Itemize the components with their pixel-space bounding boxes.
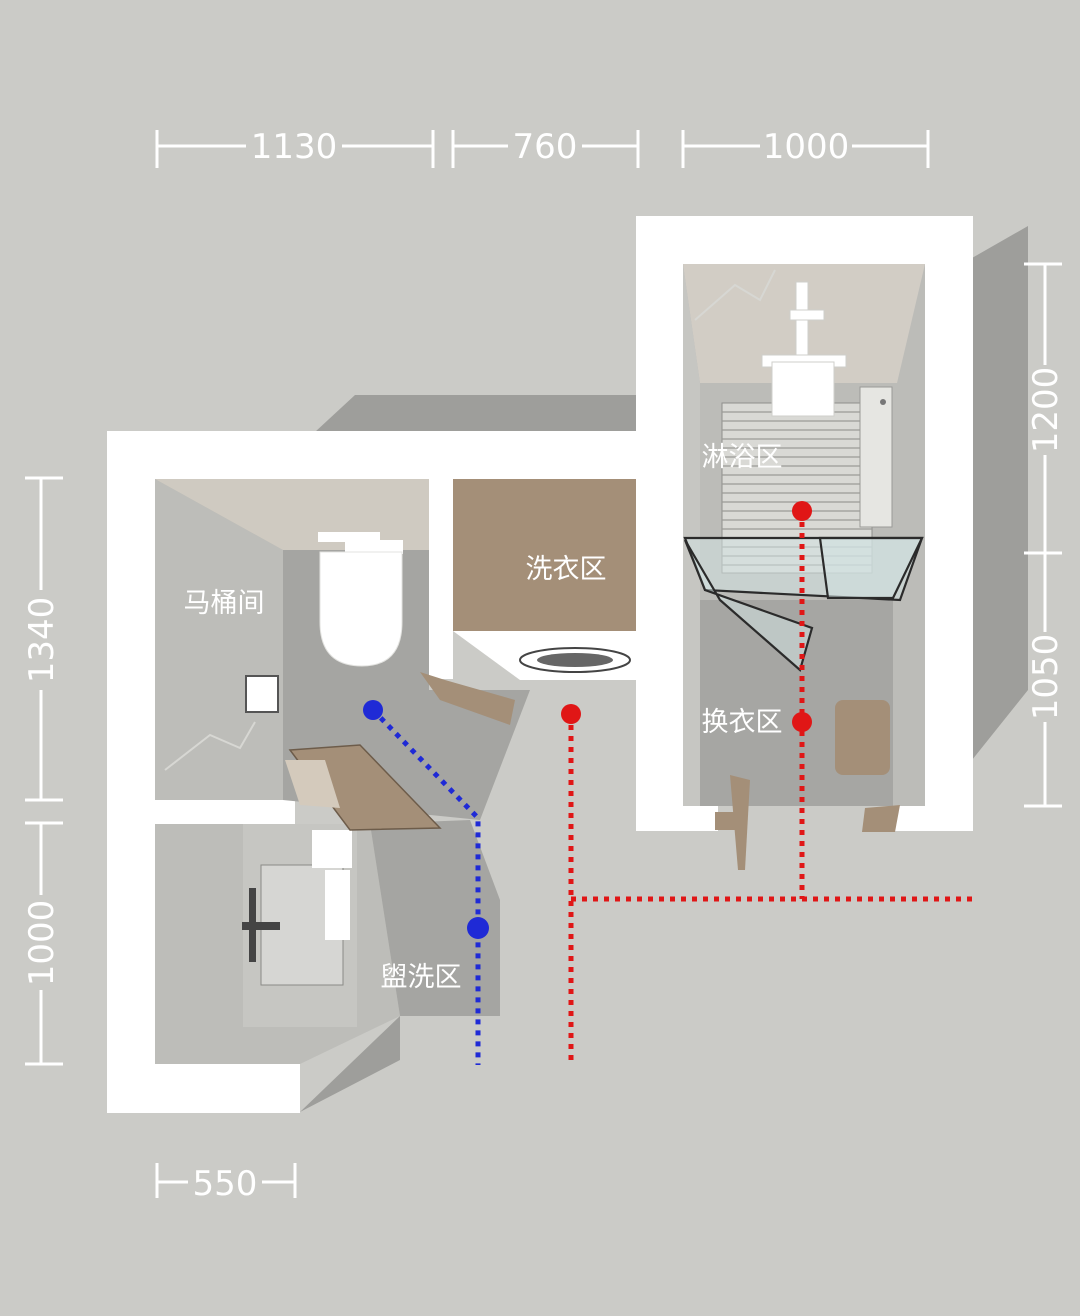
- dim-top-1: 1130: [251, 127, 338, 167]
- wall-shadows: [300, 226, 1028, 1112]
- room-label-changing: 换衣区: [702, 707, 783, 738]
- red-dot-shower: [792, 501, 812, 521]
- red-dot-changing: [792, 712, 812, 732]
- room-label-shower: 淋浴区: [702, 442, 783, 473]
- dim-right-2: 1050: [1026, 634, 1066, 721]
- dim-top-2: 760: [513, 127, 578, 167]
- room-label-toilet: 马桶间: [184, 588, 265, 619]
- doors: [285, 672, 900, 870]
- circulation-path-red: [568, 511, 975, 1065]
- red-dot-laundry: [561, 704, 581, 724]
- dimension-labels: 1130 760 1000 1340 1000 1200 1050 550: [22, 127, 1066, 1204]
- dimension-lines: [25, 130, 1062, 1198]
- room-label-laundry: 洗衣区: [526, 554, 607, 585]
- path-dots: [363, 501, 812, 939]
- wash-basin-cabinet: [242, 824, 357, 1027]
- blue-dot-wash: [467, 917, 489, 939]
- toilet-fixture: [245, 532, 403, 713]
- dim-right-1: 1200: [1026, 367, 1066, 454]
- walls: [107, 216, 973, 1113]
- dim-left-2: 1000: [22, 900, 62, 987]
- laundry-cabinet: [453, 479, 636, 680]
- dim-left-1: 1340: [22, 597, 62, 684]
- dim-top-3: 1000: [763, 127, 850, 167]
- room-labels: 马桶间 洗衣区 淋浴区 换衣区 盥洗区: [184, 442, 783, 993]
- blue-dot-toilet: [363, 700, 383, 720]
- bird-decoration: [164, 269, 776, 771]
- room-label-washing: 盥洗区: [381, 962, 462, 993]
- dim-bottom-1: 550: [193, 1164, 258, 1204]
- shower-head: [761, 281, 847, 417]
